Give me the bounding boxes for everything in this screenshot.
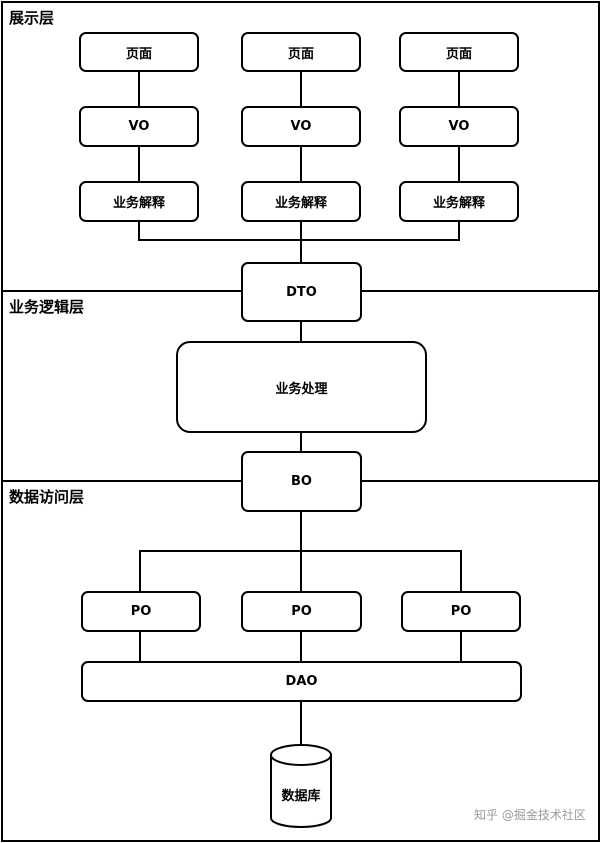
dto-box: DTO xyxy=(241,262,362,322)
page-box-2: 页面 xyxy=(241,32,361,72)
po-box-1: PO xyxy=(81,591,201,632)
po-box-2: PO xyxy=(241,591,362,632)
page-box-1: 页面 xyxy=(79,32,199,72)
database-label: 数据库 xyxy=(281,789,321,804)
interpret-box-3: 业务解释 xyxy=(399,181,519,222)
business-layer-title: 业务逻辑层 xyxy=(9,298,85,316)
database-cylinder xyxy=(270,744,332,828)
dao-box: DAO xyxy=(81,661,522,702)
business-process-box: 业务处理 xyxy=(176,341,427,433)
po-box-3: PO xyxy=(401,591,521,632)
vo-box-2: VO xyxy=(241,106,361,147)
interpret-box-1: 业务解释 xyxy=(79,181,199,222)
interpret-box-2: 业务解释 xyxy=(241,181,361,222)
watermark-text: 知乎 @掘金技术社区 xyxy=(474,808,586,822)
page-box-3: 页面 xyxy=(399,32,519,72)
presentation-layer-title: 展示层 xyxy=(9,9,55,27)
vo-box-1: VO xyxy=(79,106,199,147)
bo-box: BO xyxy=(241,451,362,512)
vo-box-3: VO xyxy=(399,106,519,147)
data-access-layer-title: 数据访问层 xyxy=(9,488,85,506)
